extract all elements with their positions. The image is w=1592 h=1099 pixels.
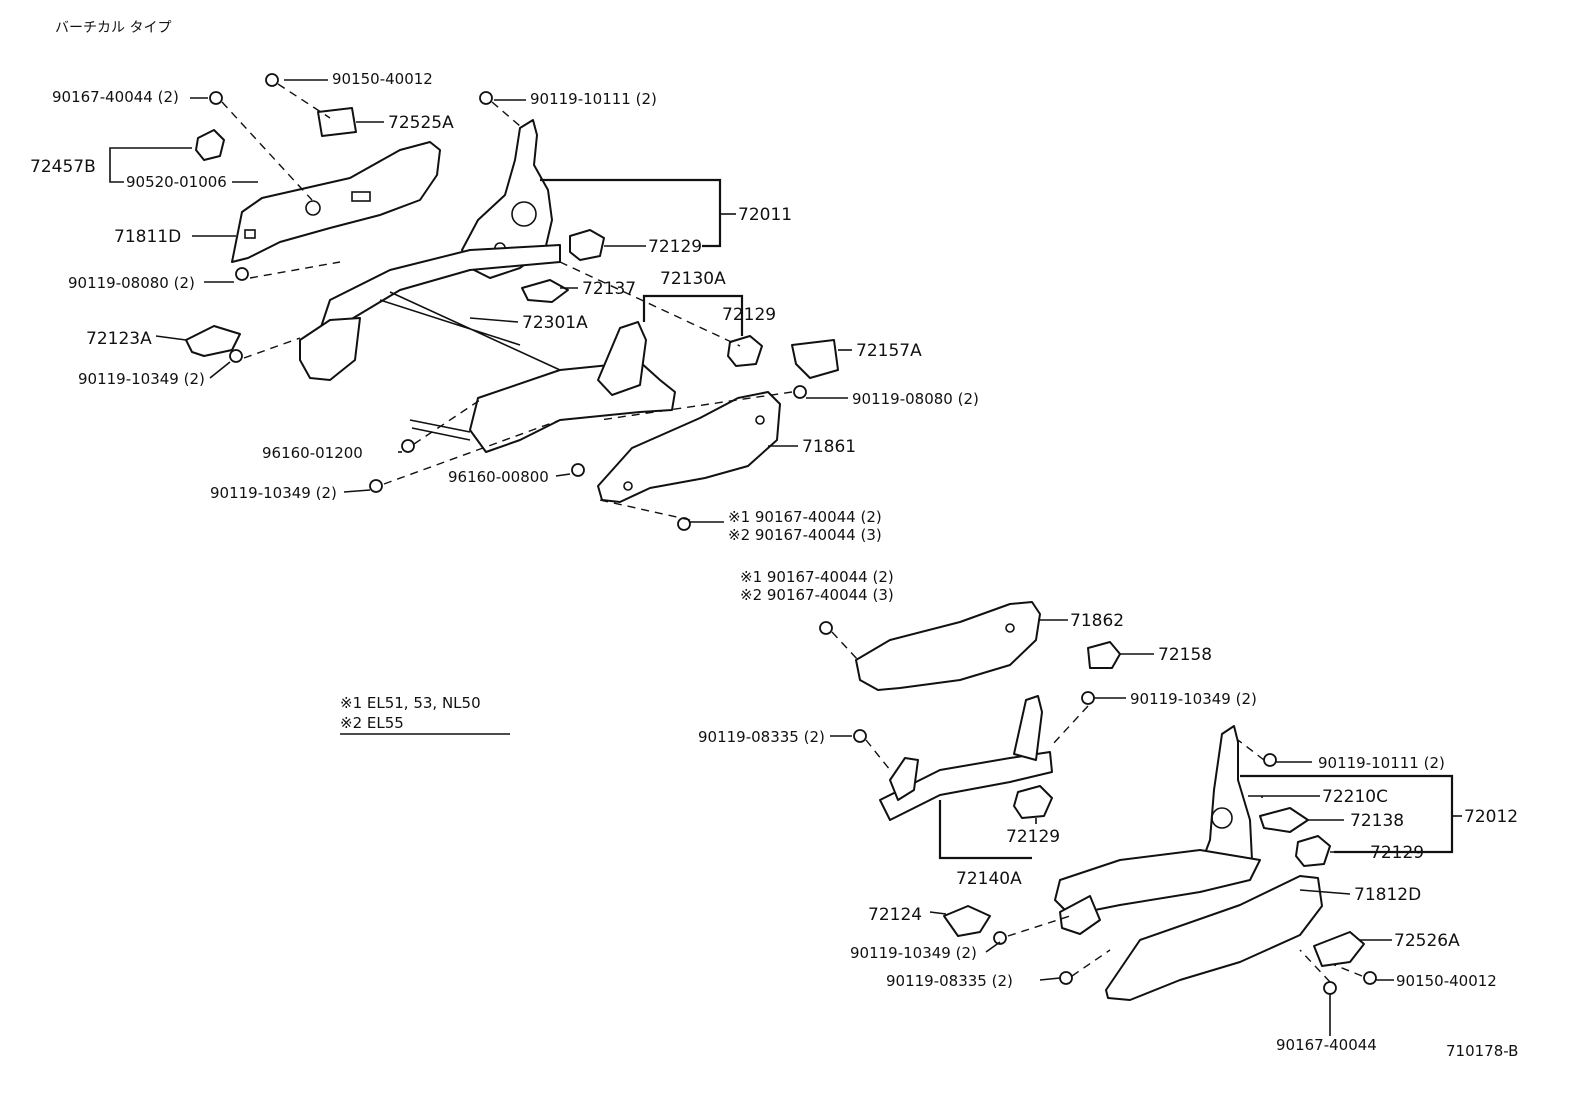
label-72301a: 72301A xyxy=(522,313,588,333)
cap-72138-shape xyxy=(1259,807,1309,833)
label-90119-08335-a: 90119-08335 (2) xyxy=(698,728,825,746)
label-90119-10349-a: 90119-10349 (2) xyxy=(78,370,205,388)
cap-72157a-shape xyxy=(791,339,839,379)
torsion-rod xyxy=(379,291,561,371)
assembly-dash-lines xyxy=(221,83,1363,983)
leader-lines xyxy=(109,79,1462,1036)
label-72140a: 72140A xyxy=(956,869,1022,889)
label-71811d: 71811D xyxy=(114,227,181,247)
cover-slot xyxy=(351,191,371,202)
label-72129-b: 72129 xyxy=(722,305,776,325)
lower-assembly xyxy=(855,601,1365,1001)
fasteners xyxy=(209,73,1377,995)
label-72129-d: 72129 xyxy=(1370,843,1424,863)
upper-assembly xyxy=(185,107,839,503)
seat-rail-72140a-shape xyxy=(879,751,1053,821)
label-96160-01200: 96160-01200 xyxy=(262,444,363,462)
seat-rail-lower-shape xyxy=(299,317,361,381)
label-90167-40044-top: 90167-40044 (2) xyxy=(52,88,179,106)
diagram-title: バーチカル タイプ xyxy=(55,20,171,36)
label-90119-10349-d: 90119-10349 (2) xyxy=(850,944,977,962)
bracket-72124-shape xyxy=(943,905,991,937)
release-lever xyxy=(409,419,471,441)
outer-cover-71812d-shape xyxy=(1105,875,1323,1001)
label-71862: 71862 xyxy=(1070,611,1124,631)
label-72525a: 72525A xyxy=(388,113,454,133)
label-90119-10349-c: 90119-10349 (2) xyxy=(1130,690,1257,708)
diagram-code: 710178-B xyxy=(1446,1042,1518,1060)
label-90150-40012-top: 90150-40012 xyxy=(332,70,433,88)
label-note2-90167-40044-b: ※2 90167-40044 (3) xyxy=(740,586,894,604)
label-72124: 72124 xyxy=(868,905,922,925)
label-72526a: 72526A xyxy=(1394,931,1460,951)
rail-bracket-72140a-shape xyxy=(889,757,919,801)
inner-rail-shape xyxy=(469,361,676,453)
label-72157a: 72157A xyxy=(856,341,922,361)
cap-72129-c-shape xyxy=(1013,785,1053,819)
label-71812d: 71812D xyxy=(1354,885,1421,905)
label-90167-40044-bottom: 90167-40044 xyxy=(1276,1036,1377,1054)
label-note2-90167-40044-a: ※2 90167-40044 (3) xyxy=(728,526,882,544)
outer-cover-71861-shape xyxy=(597,391,781,503)
model-notes: ※1 EL51, 53, NL50 ※2 EL55 xyxy=(340,694,510,735)
seatback-hinge-72011-shape xyxy=(461,119,553,279)
label-72130a: 72130A xyxy=(660,269,726,289)
label-90119-10349-b: 90119-10349 (2) xyxy=(210,484,337,502)
label-90150-40012-bottom: 90150-40012 xyxy=(1396,972,1497,990)
label-90119-08080-left: 90119-08080 (2) xyxy=(68,274,195,292)
rail-bracket-lower-shape xyxy=(1059,895,1101,935)
label-71861: 71861 xyxy=(802,437,856,457)
label-72137: 72137 xyxy=(582,279,636,299)
cover-hole xyxy=(305,200,321,216)
label-72158: 72158 xyxy=(1158,645,1212,665)
part-labels: 90150-40012 90167-40044 (2) 90119-10111 … xyxy=(30,70,1518,1054)
cap-72525a-shape xyxy=(317,107,357,137)
label-90119-10111-top: 90119-10111 (2) xyxy=(530,90,657,108)
seat-rail-lower-72012-shape xyxy=(1054,849,1261,916)
inner-rail-post-shape xyxy=(597,321,647,396)
label-90119-08080-right: 90119-08080 (2) xyxy=(852,390,979,408)
cover-hole-71861-b xyxy=(755,415,765,425)
label-72129-a: 72129 xyxy=(648,237,702,257)
label-72210c: 72210C xyxy=(1322,787,1388,807)
note-2: ※2 EL55 xyxy=(340,714,404,732)
cover-hole-71861 xyxy=(623,481,633,491)
label-90119-08335-b: 90119-08335 (2) xyxy=(886,972,1013,990)
cap-72129-a-shape xyxy=(569,229,605,261)
cap-72129-d-shape xyxy=(1295,835,1331,867)
label-72123a: 72123A xyxy=(86,329,152,349)
cap-72129-b-shape xyxy=(727,335,763,367)
label-72012: 72012 xyxy=(1464,807,1518,827)
cover-tab xyxy=(244,229,256,239)
label-note1-90167-40044-a: ※1 90167-40044 (2) xyxy=(728,508,882,526)
recliner-cover-71811d-shape xyxy=(231,141,441,263)
label-72457b: 72457B xyxy=(30,157,96,177)
label-note1-90167-40044-b: ※1 90167-40044 (2) xyxy=(740,568,894,586)
label-90119-10111-bottom: 90119-10111 (2) xyxy=(1318,754,1445,772)
cap-72137-shape xyxy=(521,279,569,303)
label-72011: 72011 xyxy=(738,205,792,225)
cap-72158-shape xyxy=(1087,641,1121,669)
label-72138: 72138 xyxy=(1350,811,1404,831)
bracket-72123a-shape xyxy=(185,325,241,357)
bolt-icon xyxy=(209,73,1377,995)
hinge-hole xyxy=(511,201,537,227)
note-1: ※1 EL51, 53, NL50 xyxy=(340,694,481,712)
label-72129-c: 72129 xyxy=(1006,827,1060,847)
outer-cover-71862-shape xyxy=(855,601,1041,691)
hinge-hole-72012 xyxy=(1211,807,1233,829)
rail-post-72140a-shape xyxy=(1013,695,1043,761)
cover-hole-71862 xyxy=(1005,623,1015,633)
cap-72526a-shape xyxy=(1313,931,1365,967)
cap-72457b-shape xyxy=(195,129,225,161)
label-96160-00800: 96160-00800 xyxy=(448,468,549,486)
label-90520-01006: 90520-01006 xyxy=(126,173,227,191)
